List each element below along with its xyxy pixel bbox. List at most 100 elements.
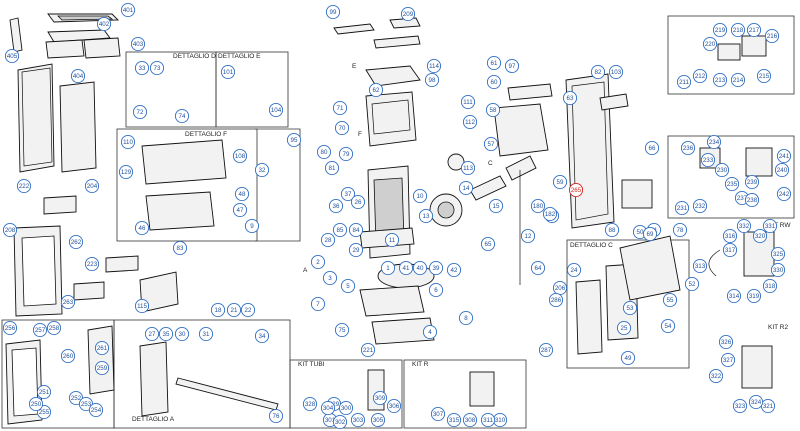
callout-57: 57 — [483, 136, 499, 152]
callout-number: 66 — [649, 145, 656, 152]
callout-62: 62 — [368, 82, 384, 98]
callout-number: 405 — [7, 53, 18, 60]
callout-circle — [462, 114, 478, 130]
callout-25: 25 — [616, 320, 632, 336]
callout-number: 41 — [403, 265, 410, 272]
callout-316: 316 — [722, 228, 738, 244]
callout-number: 73 — [154, 65, 161, 72]
callout-number: 263 — [63, 299, 74, 306]
callout-circle — [324, 160, 340, 176]
callout-36: 36 — [328, 198, 344, 214]
callout-circle — [718, 334, 734, 350]
callout-circle — [548, 292, 564, 308]
callout-number: 101 — [223, 69, 234, 76]
callout-218: 218 — [730, 22, 746, 38]
callout-circle — [762, 278, 778, 294]
callout-13: 13 — [418, 208, 434, 224]
electronic-board — [621, 179, 653, 209]
callout-95: 95 — [286, 132, 302, 148]
callout-number: 85 — [337, 227, 344, 234]
callout-78: 78 — [672, 222, 688, 238]
callout-circle — [334, 322, 350, 338]
section-label-dettaglio-e: DETTAGLIO E — [218, 53, 261, 60]
callout-65: 65 — [480, 236, 496, 252]
callout-300: 300 — [338, 400, 354, 416]
callout-404: 404 — [70, 68, 86, 84]
callout-number: 315 — [449, 417, 460, 424]
view-letters: E F C A — [303, 63, 493, 274]
duct — [469, 175, 507, 201]
callout-number: 1 — [386, 265, 390, 272]
callout-327: 327 — [720, 352, 736, 368]
callout-number: 314 — [729, 293, 740, 300]
callout-304: 304 — [320, 400, 336, 416]
callout-63: 63 — [562, 90, 578, 106]
callout-number: 250 — [31, 401, 42, 408]
callout-number: 402 — [99, 21, 110, 28]
callout-303: 303 — [350, 412, 366, 428]
callout-circle — [310, 296, 326, 312]
callout-number: 311 — [483, 417, 493, 424]
callout-circle — [748, 394, 764, 410]
callout-number: 329 — [329, 401, 340, 408]
callout-53: 53 — [622, 300, 638, 316]
kit-part-211 — [717, 43, 741, 61]
callout-number: 252 — [71, 395, 82, 402]
callout-403: 403 — [130, 36, 146, 52]
bottom-plate — [371, 317, 435, 345]
callout-circle — [96, 16, 112, 32]
callout-71: 71 — [332, 100, 348, 116]
section-label-dettaglio-f: DETTAGLIO F — [185, 131, 227, 138]
callout-circle — [486, 55, 502, 71]
callout-258: 258 — [46, 320, 62, 336]
callout-number: 35 — [163, 331, 170, 338]
callout-number: 208 — [5, 227, 16, 234]
callout-number: 257 — [35, 327, 46, 334]
callout-number: 46 — [139, 225, 146, 232]
callout-15: 15 — [488, 198, 504, 214]
callout-231: 231 — [674, 200, 690, 216]
plate-88 — [619, 235, 681, 301]
callout-number: 251 — [39, 389, 50, 396]
callout-number: 75 — [339, 327, 346, 334]
callout-101: 101 — [220, 64, 236, 80]
callout-number: 103 — [611, 69, 622, 76]
callout-circle — [350, 194, 366, 210]
callout-number: 261 — [97, 345, 108, 352]
callout-number: 18 — [215, 307, 222, 314]
callout-circle — [428, 260, 444, 276]
kit-part-241 — [745, 147, 773, 177]
callout-circle — [604, 222, 620, 238]
callout-circle — [60, 294, 76, 310]
callout-number: 52 — [689, 281, 696, 288]
callout-number: 254 — [91, 407, 102, 414]
callout-circle — [88, 402, 104, 418]
part-drawings — [5, 13, 775, 425]
callout-circle — [776, 186, 792, 202]
callout-circle — [726, 288, 742, 304]
callout-73: 73 — [149, 60, 165, 76]
callout-262: 262 — [68, 234, 84, 250]
callout-number: 78 — [677, 227, 684, 234]
callout-261: 261 — [94, 340, 110, 356]
callout-circle — [384, 232, 400, 248]
callout-circle — [220, 64, 236, 80]
callout-402: 402 — [96, 16, 112, 32]
frame-kit-group-top — [667, 15, 795, 95]
callout-circle — [2, 222, 18, 238]
callout-number: 33 — [139, 65, 146, 72]
callout-219: 219 — [712, 22, 728, 38]
callout-number: 81 — [329, 165, 336, 172]
kit-part-217 — [741, 35, 767, 57]
callout-405: 405 — [4, 48, 20, 64]
callout-circle — [486, 74, 502, 90]
callout-number: 215 — [759, 73, 770, 80]
callout-number: 330 — [773, 267, 784, 274]
callout-35: 35 — [158, 326, 174, 342]
callout-circle — [226, 302, 242, 318]
callout-number: 286 — [551, 297, 562, 304]
callout-circle — [706, 134, 722, 150]
callout-232: 232 — [692, 198, 708, 214]
callout-circle — [644, 140, 660, 156]
